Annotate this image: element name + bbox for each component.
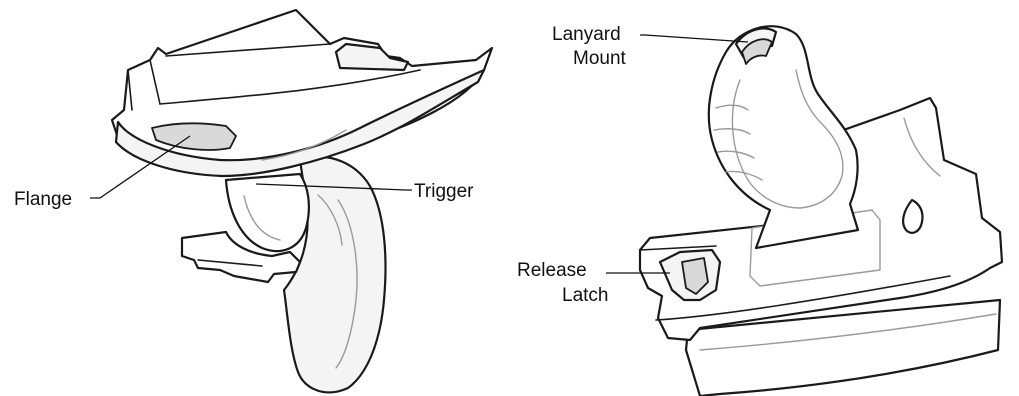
lanyard-mount-label-line1: Lanyard — [552, 24, 621, 45]
release-latch-label-line1: Release — [517, 260, 587, 281]
handle-column — [709, 26, 858, 248]
trigger-label: Trigger — [414, 181, 474, 202]
lanyard-mount-label-line2: Mount — [573, 48, 627, 69]
release-latch-label-line2: Latch — [562, 285, 608, 306]
flange-label: Flange — [14, 189, 72, 210]
trigger-handle-front-view: Flange Trigger — [14, 10, 492, 392]
trigger-handle-rear-view: Lanyard Mount Release Latch — [517, 24, 1002, 396]
top-plate — [112, 10, 492, 172]
